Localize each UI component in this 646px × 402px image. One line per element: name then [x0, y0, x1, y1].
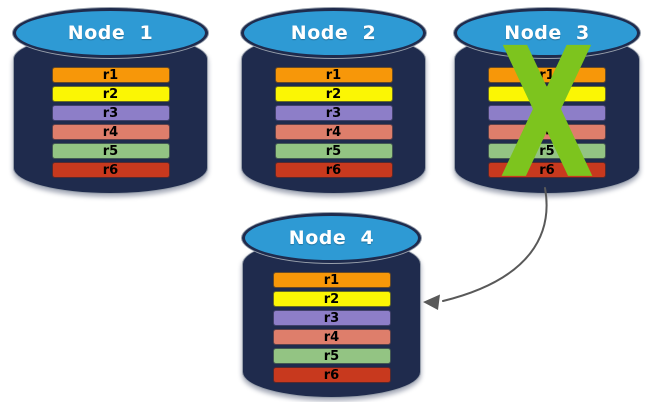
node-2-cylinder-top: Node 2	[241, 8, 426, 58]
node-1-row-r1: r1	[51, 67, 170, 83]
node-4-row-r4: r4	[272, 329, 391, 345]
node-1-cylinder-top: Node 1	[13, 8, 208, 58]
node-1-row-r5: r5	[51, 143, 170, 159]
node-2-title: Node 2	[290, 22, 377, 44]
node-2: Node 2 r1 r2 r3 r4 r5 r6	[241, 8, 426, 194]
node-3-row-r3: r3	[488, 105, 606, 121]
node-3-cylinder-top: Node 3	[454, 8, 640, 58]
node-1-row-r2: r2	[51, 86, 170, 102]
node-4-row-r6: r6	[272, 367, 391, 383]
node-2-row-r1: r1	[274, 67, 393, 83]
node-4-row-r3: r3	[272, 310, 391, 326]
arrow-curve	[442, 187, 548, 302]
node-3-rows: r1 r2 r3 r4 r5 r6	[454, 67, 640, 178]
node-2-row-r4: r4	[274, 124, 393, 140]
node-3-row-r2: r2	[488, 86, 606, 102]
node-1: Node 1 r1 r2 r3 r4 r5 r6	[13, 8, 208, 194]
node-1-row-r3: r3	[51, 105, 170, 121]
node-2-row-r5: r5	[274, 143, 393, 159]
node-4-rows: r1 r2 r3 r4 r5 r6	[242, 272, 421, 383]
node-3-title: Node 3	[504, 22, 590, 44]
node-2-row-r2: r2	[274, 86, 393, 102]
node-1-rows: r1 r2 r3 r4 r5 r6	[13, 67, 208, 178]
node-2-row-r3: r3	[274, 105, 393, 121]
node-3: Node 3 r1 r2 r3 r4 r5 r6 X	[454, 8, 640, 205]
node-4: Node 4 r1 r2 r3 r4 r5 r6	[242, 213, 421, 398]
node-2-row-r6: r6	[274, 162, 393, 178]
node-1-row-r4: r4	[51, 124, 170, 140]
node-4-row-r5: r5	[272, 348, 391, 364]
node-1-title: Node 1	[67, 22, 154, 44]
node-4-cylinder-top: Node 4	[242, 213, 421, 263]
node-2-rows: r1 r2 r3 r4 r5 r6	[241, 67, 426, 178]
arrow-head-icon	[423, 294, 440, 310]
node-3-row-r4: r4	[488, 124, 606, 140]
node-3-row-r5: r5	[488, 143, 606, 159]
node-3-row-r1: r1	[488, 67, 606, 83]
node-3-row-r6: r6	[488, 162, 606, 178]
node-4-title: Node 4	[288, 227, 375, 249]
node-4-row-r2: r2	[272, 291, 391, 307]
node-4-row-r1: r1	[272, 272, 391, 288]
node-1-row-r6: r6	[51, 162, 170, 178]
